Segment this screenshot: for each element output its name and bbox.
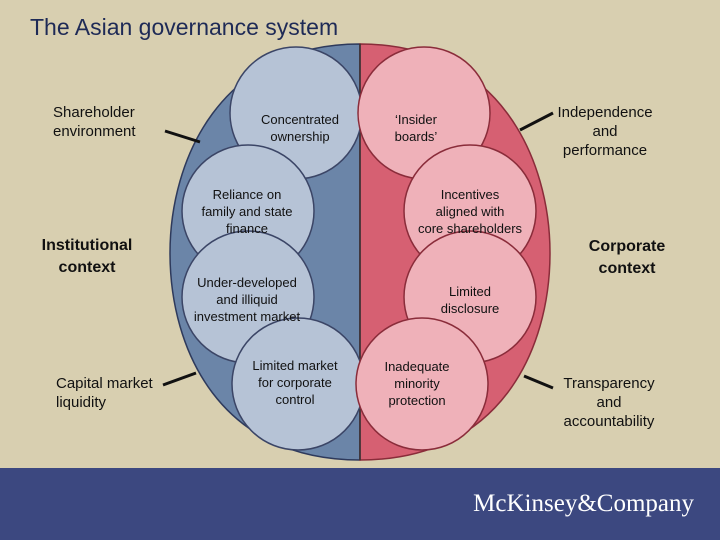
independence-performance-label: Independence and performance xyxy=(557,104,653,159)
shareholder-environment-label: Shareholder environment xyxy=(53,104,136,140)
capital-market-liquidity-label: Capital market liquidity xyxy=(56,375,153,411)
mckinsey-logo: McKinsey&Company xyxy=(473,490,694,517)
connector-transparency xyxy=(523,374,554,390)
right-circle-label-4: Inadequate minority protection xyxy=(384,359,450,408)
transparency-accountability-label: Transparency and accountability xyxy=(563,375,655,430)
page-title: The Asian governance system xyxy=(30,14,339,40)
connector-independence xyxy=(519,111,554,132)
right-circle-label-2: Incentives aligned with core shareholder… xyxy=(417,187,523,236)
connector-shareholder xyxy=(164,129,201,144)
right-circle-label-1: ‘Insider boards’ xyxy=(394,112,438,144)
right-circle-4 xyxy=(355,317,489,451)
corporate-context-label: Corporate context xyxy=(588,238,666,277)
governance-diagram xyxy=(162,43,554,461)
left-circle-label-1: Concentrated ownership xyxy=(260,112,340,144)
left-circle-label-3: Under-developed and illiquid investment … xyxy=(193,275,301,324)
institutional-context-label: Institutional context xyxy=(41,237,133,276)
right-circle-label-3: Limited disclosure xyxy=(440,284,500,316)
left-circle-label-2: Reliance on family and state finance xyxy=(201,187,293,236)
left-circle-label-4: Limited market for corporate control xyxy=(252,358,338,407)
connector-capital-market xyxy=(162,371,197,387)
footer-bar: McKinsey&Company xyxy=(0,468,720,540)
